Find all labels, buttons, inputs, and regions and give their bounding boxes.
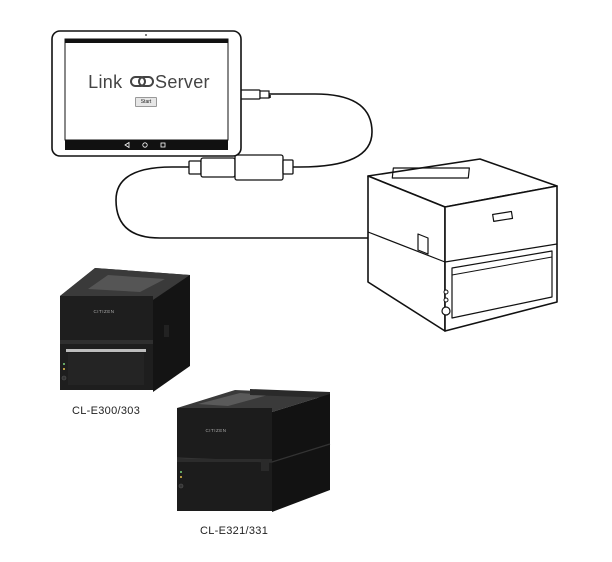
app-title: Link Server: [84, 72, 214, 93]
status-bar: [65, 39, 228, 43]
model-label-cl-e300: CL-E300/303: [72, 405, 141, 417]
nav-bar: [65, 140, 228, 150]
led-top: [443, 289, 449, 295]
printer-line-art: [367, 158, 558, 332]
app-title-right: Server: [155, 72, 210, 92]
led-bottom: [443, 297, 449, 303]
printer-cl-e300: CITIZEN: [60, 268, 190, 392]
model-label-cl-e321: CL-E321/331: [200, 525, 269, 537]
app-title-left: Link: [88, 72, 123, 92]
usb-cable: [115, 93, 373, 239]
brand-logo-2: CITIZEN: [206, 428, 227, 433]
back-icon: [124, 141, 130, 149]
front-camera: [145, 34, 147, 36]
printer-cl-e321: CITIZEN: [176, 389, 331, 512]
recents-icon: [160, 142, 166, 148]
link-icon: [130, 76, 154, 87]
home-icon: [142, 142, 148, 148]
tablet: [51, 30, 242, 157]
start-button[interactable]: Start: [135, 97, 157, 107]
usb-connector: [237, 89, 270, 100]
usb-adapter: [188, 154, 294, 181]
power-button: [441, 306, 451, 316]
brand-logo: CITIZEN: [94, 309, 115, 314]
